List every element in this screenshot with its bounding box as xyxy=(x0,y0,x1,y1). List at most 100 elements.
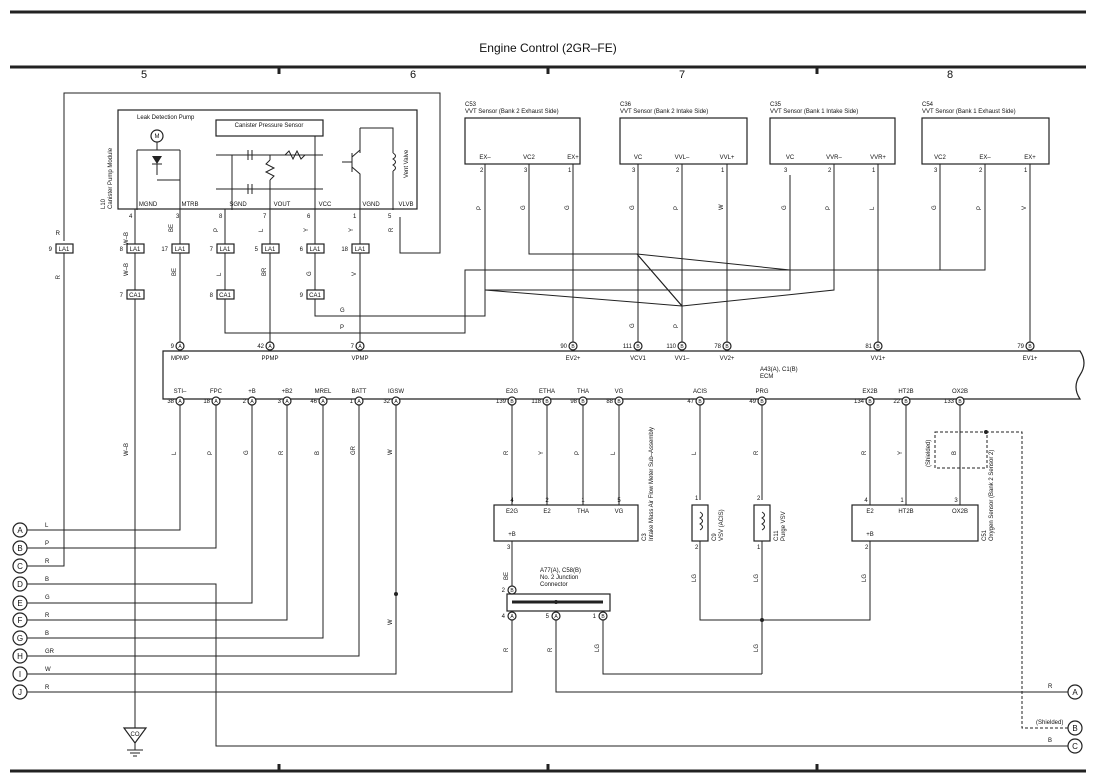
oxygen-sensor: R Y B (Shielded) (Shielded) 4 1 3 E2 HT2… xyxy=(851,405,1068,744)
svg-text:17: 17 xyxy=(161,247,168,253)
svg-text:VC: VC xyxy=(786,155,795,161)
svg-text:M: M xyxy=(155,134,160,140)
vent-valve-label: Vent Valve xyxy=(404,149,410,178)
svg-text:C35: C35 xyxy=(770,102,782,108)
svg-text:B: B xyxy=(1028,344,1032,350)
svg-text:B: B xyxy=(45,577,49,583)
svg-text:VC2: VC2 xyxy=(934,155,946,161)
svg-text:1: 1 xyxy=(568,168,572,174)
svg-text:88: 88 xyxy=(606,399,613,405)
svg-text:E2: E2 xyxy=(543,509,551,515)
svg-text:R: R xyxy=(504,450,510,455)
svg-text:5: 5 xyxy=(546,614,550,620)
svg-text:3: 3 xyxy=(524,168,528,174)
svg-text:BATT: BATT xyxy=(352,389,367,395)
svg-text:THA: THA xyxy=(577,509,589,515)
svg-text:VVT Sensor (Bank 2 Intake Side: VVT Sensor (Bank 2 Intake Side) xyxy=(620,109,708,115)
svg-text:LG: LG xyxy=(754,574,760,582)
svg-text:R: R xyxy=(1048,684,1053,690)
svg-text:Purge VSV: Purge VSV xyxy=(781,511,787,541)
svg-text:THA: THA xyxy=(577,389,589,395)
svg-text:C51: C51 xyxy=(982,529,988,541)
svg-text:R: R xyxy=(279,450,285,455)
svg-text:Y: Y xyxy=(539,451,545,455)
svg-text:+B: +B xyxy=(248,389,256,395)
svg-text:Y: Y xyxy=(304,228,310,232)
svg-text:R: R xyxy=(45,613,50,619)
svg-text:R: R xyxy=(389,227,395,232)
svg-text:B: B xyxy=(617,399,621,405)
svg-text:EX–: EX– xyxy=(979,155,991,161)
svg-text:+B: +B xyxy=(866,532,874,538)
svg-text:P: P xyxy=(45,541,49,547)
svg-text:1: 1 xyxy=(353,214,357,220)
svg-text:5: 5 xyxy=(388,214,392,220)
vvt-wiring: P G G G P W G P L G P V G P xyxy=(477,164,1031,342)
svg-text:7: 7 xyxy=(210,247,214,253)
svg-text:VV1+: VV1+ xyxy=(871,356,886,362)
svg-text:B: B xyxy=(698,399,702,405)
svg-text:G: G xyxy=(244,450,250,455)
svg-text:38: 38 xyxy=(167,399,174,405)
svg-text:A: A xyxy=(268,344,272,350)
svg-text:46: 46 xyxy=(310,399,317,405)
module-terminals: MGND MTRB SGND VOUT VCC VGND VLVB 4 3 8 … xyxy=(129,202,413,220)
svg-text:1: 1 xyxy=(1024,168,1028,174)
svg-text:B: B xyxy=(1072,724,1077,733)
svg-text:B: B xyxy=(958,399,962,405)
svg-text:1: 1 xyxy=(757,545,761,551)
svg-text:LA1: LA1 xyxy=(130,247,141,253)
svg-text:VPMP: VPMP xyxy=(351,356,368,362)
svg-text:W: W xyxy=(388,449,394,455)
svg-text:L: L xyxy=(259,228,265,232)
page-title: Engine Control (2GR–FE) xyxy=(479,41,616,55)
svg-text:FPC: FPC xyxy=(210,389,223,395)
svg-text:OX2B: OX2B xyxy=(952,509,968,515)
svg-text:E2: E2 xyxy=(866,509,874,515)
svg-text:B: B xyxy=(725,344,729,350)
vvt-sensor-c54: C54 VVT Sensor (Bank 1 Exhaust Side) VC2… xyxy=(921,102,1050,174)
svg-text:A: A xyxy=(178,344,182,350)
svg-text:G: G xyxy=(340,308,345,314)
svg-text:V: V xyxy=(352,272,358,276)
svg-text:R: R xyxy=(754,450,760,455)
svg-text:3: 3 xyxy=(632,168,636,174)
zone-label: 6 xyxy=(410,69,416,81)
svg-text:LG: LG xyxy=(862,574,868,582)
ground-co: CO xyxy=(122,727,148,757)
svg-text:A: A xyxy=(394,399,398,405)
svg-text:8: 8 xyxy=(210,293,214,299)
svg-text:6: 6 xyxy=(307,214,311,220)
svg-text:VCC: VCC xyxy=(319,202,332,208)
leak-pump-label: Leak Detection Pump xyxy=(137,115,195,121)
svg-text:VV1–: VV1– xyxy=(675,356,690,362)
svg-text:LA1: LA1 xyxy=(355,247,366,253)
svg-text:P: P xyxy=(674,206,680,210)
svg-text:A: A xyxy=(285,399,289,405)
svg-text:47: 47 xyxy=(687,399,694,405)
svg-text:C36: C36 xyxy=(620,102,632,108)
svg-text:A: A xyxy=(250,399,254,405)
zone-label: 8 xyxy=(947,69,953,81)
svg-text:CA1: CA1 xyxy=(129,293,141,299)
vvt-sensor-c36: C36 VVT Sensor (Bank 2 Intake Side) VC V… xyxy=(619,102,748,174)
ecm-left-wiring: L P G R B GR W W xyxy=(27,405,1068,747)
svg-text:B: B xyxy=(17,544,22,553)
maf-sensor: R Y P L 4 2 1 5 E2G E2 THA VG +B 3 C3 In… xyxy=(493,405,655,590)
svg-text:Y: Y xyxy=(349,228,355,232)
svg-text:(Shielded): (Shielded) xyxy=(1036,720,1063,726)
svg-text:G: G xyxy=(17,634,23,643)
svg-text:134: 134 xyxy=(854,399,865,405)
svg-text:LA1: LA1 xyxy=(310,247,321,253)
svg-text:Connector: Connector xyxy=(540,582,568,588)
svg-text:P: P xyxy=(674,324,680,328)
svg-text:L: L xyxy=(692,451,698,455)
svg-text:2: 2 xyxy=(865,545,869,551)
svg-text:BE: BE xyxy=(172,268,178,276)
svg-text:L: L xyxy=(45,523,49,529)
svg-text:LA1: LA1 xyxy=(265,247,276,253)
svg-text:CA1: CA1 xyxy=(219,293,231,299)
